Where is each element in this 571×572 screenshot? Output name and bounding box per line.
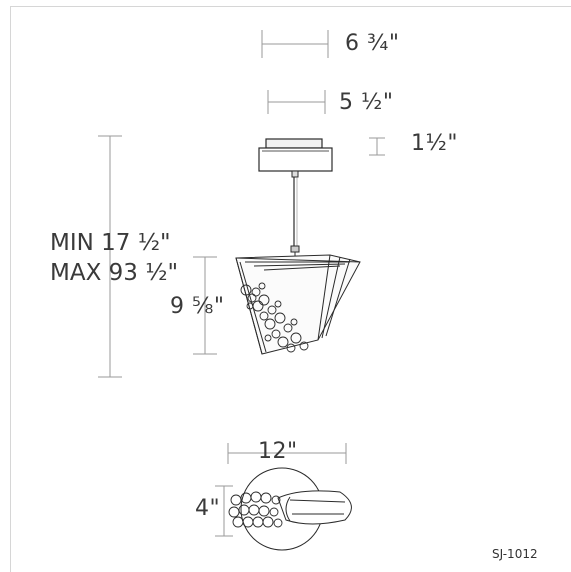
model-number: SJ-1012	[492, 547, 538, 561]
label-canopy-outer-width: 6 ¾"	[345, 31, 400, 56]
label-overall-height-max: MAX 93 ½"	[50, 260, 179, 286]
label-overall-height-min: MIN 17 ½"	[50, 230, 171, 256]
fixture-bottom	[228, 467, 352, 551]
canopy	[258, 138, 333, 172]
frame-left-line	[10, 6, 11, 572]
label-fixture-depth: 4"	[195, 496, 221, 521]
frame-top-line	[10, 6, 571, 7]
crystal-cluster	[240, 282, 309, 353]
label-fixture-width: 12"	[258, 439, 298, 464]
label-canopy-inner-width: 5 ½"	[339, 90, 394, 115]
label-fixture-height: 9 ⅝"	[170, 294, 225, 319]
dimension-lines	[98, 30, 385, 537]
label-canopy-height: 1½"	[411, 131, 458, 156]
crystal-cluster-bottom	[228, 491, 283, 528]
fixture-front	[235, 254, 361, 355]
